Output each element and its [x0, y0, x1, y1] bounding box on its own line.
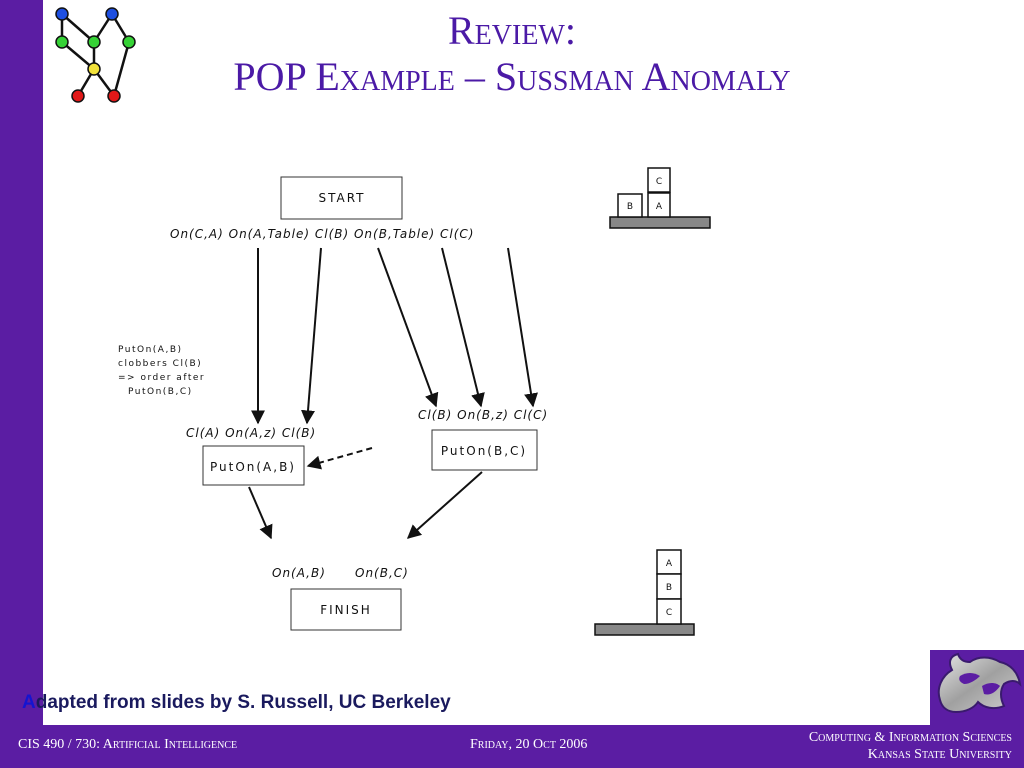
footer-dept: Computing & Information Sciences: [808, 730, 1012, 745]
start-box: [280, 176, 403, 220]
puton-ab-label: PutOn(A,B): [210, 460, 296, 474]
link-start-to-puton-bc-1: [377, 247, 439, 408]
note-line-1: PutOn(A,B): [118, 345, 183, 355]
goal-block-state: A B C: [594, 549, 695, 636]
block-c-label: C: [656, 177, 662, 187]
finish-box: [290, 588, 402, 631]
initial-block-state: C B A: [609, 167, 711, 229]
credit-line: Adapted from slides by S. Russell, UC Be…: [22, 692, 451, 713]
puton-ab-box: [202, 445, 305, 486]
link-puton-bc-to-finish: [406, 471, 483, 539]
block-b: [617, 193, 643, 218]
start-label: START: [318, 191, 365, 205]
block-c: [647, 167, 671, 193]
footer-bar: CIS 490 / 730: Artificial Intelligence F…: [0, 725, 1024, 768]
ordering-constraint-arrow: [306, 447, 373, 470]
link-start-to-puton-bc-3: [507, 247, 538, 408]
table-surface: [609, 216, 711, 229]
goal-block-b-label: B: [666, 583, 672, 593]
puton-bc-preconditions: Cl(B) On(B,z) Cl(C): [418, 408, 548, 422]
note-line-2: clobbers Cl(B): [118, 359, 202, 369]
start-effects: On(C,A) On(A,Table) Cl(B) On(B,Table) Cl…: [170, 227, 474, 241]
network-graph-logo-icon: [55, 7, 136, 103]
goal-block-a: [656, 549, 682, 575]
footer-univ: Kansas State University: [867, 747, 1012, 762]
footer-course: CIS 490 / 730: Artificial Intelligence: [18, 737, 238, 752]
puton-bc-label: PutOn(B,C): [441, 444, 527, 458]
pop-plan-diagram: START On(C,A) On(A,Table) Cl(B) On(B,Tab…: [118, 176, 548, 631]
goal-table-surface: [594, 623, 695, 636]
finish-precondition-bc: On(B,C): [355, 566, 409, 580]
block-b-label: B: [627, 202, 633, 212]
goal-block-c-label: C: [666, 608, 672, 618]
footer-institution: Computing & Information Sciences Kansas …: [809, 729, 1012, 763]
block-a-label: A: [656, 202, 663, 212]
note-line-4: PutOn(B,C): [128, 387, 193, 397]
link-start-to-puton-ab-2: [301, 247, 322, 425]
link-start-to-puton-bc-2: [441, 247, 485, 408]
puton-ab-preconditions: Cl(A) On(A,z) Cl(B): [186, 426, 316, 440]
left-accent-bar: [0, 0, 43, 725]
goal-block-c: [656, 598, 682, 625]
finish-precondition-ab: On(A,B): [272, 566, 326, 580]
note-line-3: => order after: [118, 373, 205, 383]
slide-title-line2: POP Example – Sussman Anomaly: [233, 54, 791, 99]
slide-title-line1: Review:: [448, 8, 576, 53]
footer-date: Friday, 20 Oct 2006: [470, 737, 588, 752]
goal-block-a-label: A: [666, 559, 673, 569]
link-puton-ab-to-finish: [248, 486, 273, 540]
powercat-logo: [930, 650, 1024, 725]
block-a: [647, 192, 671, 218]
puton-bc-box: [431, 429, 538, 471]
finish-label: FINISH: [320, 603, 372, 617]
